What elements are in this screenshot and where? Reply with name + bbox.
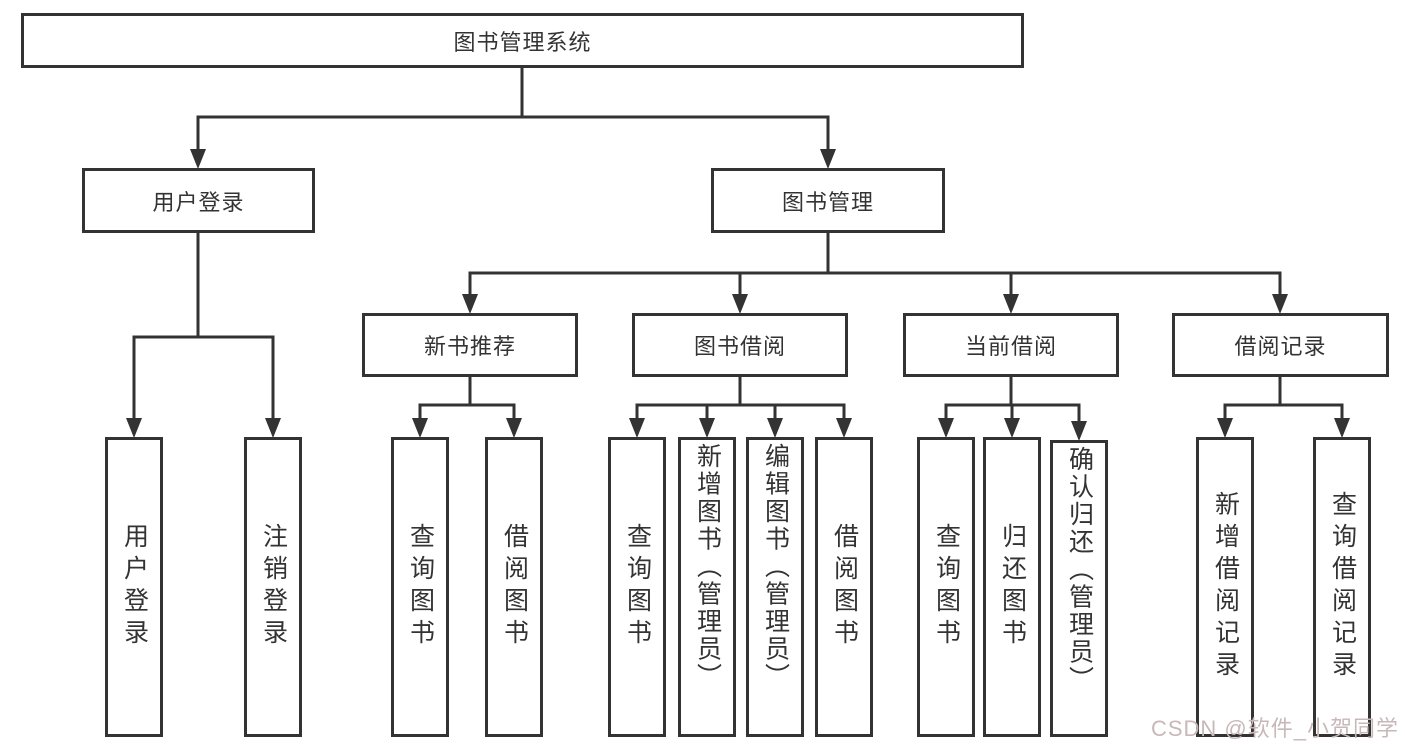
leaf-borrow-books-label: 借阅图书: [830, 523, 859, 651]
leaf-add-books-admin-label: 新增图书（管理员）: [693, 443, 722, 691]
leaf-return-books: 归还图书: [983, 437, 1041, 737]
node-book-borrow-label: 图书借阅: [693, 334, 786, 359]
node-borrow-records-label: 借阅记录: [1234, 334, 1327, 359]
leaf-add-borrow-record: 新增借阅记录: [1196, 437, 1254, 737]
leaf-query-borrow-record-label: 查询借阅记录: [1328, 491, 1357, 683]
leaf-edit-books-admin-label: 编辑图书（管理员）: [761, 443, 790, 691]
node-new-book-recommend: 新书推荐: [362, 313, 578, 377]
leaf-confirm-return-admin: 确认归还（管理员）: [1050, 440, 1108, 737]
node-library-system-label: 图书管理系统: [453, 29, 592, 55]
node-new-book-recommend-label: 新书推荐: [423, 334, 516, 359]
leaf-query-books-recommend: 查询图书: [391, 437, 449, 737]
node-current-borrow: 当前借阅: [903, 313, 1119, 377]
leaf-query-borrow-record: 查询借阅记录: [1313, 437, 1371, 737]
leaf-add-borrow-record-label: 新增借阅记录: [1211, 491, 1240, 683]
node-user-login-label: 用户登录: [152, 189, 245, 215]
node-book-management-label: 图书管理: [781, 189, 874, 215]
node-book-management: 图书管理: [711, 168, 945, 233]
node-borrow-records: 借阅记录: [1172, 313, 1389, 377]
node-book-borrow: 图书借阅: [632, 313, 848, 377]
leaf-borrow-books: 借阅图书: [815, 437, 873, 737]
node-user-login: 用户登录: [82, 168, 315, 233]
leaf-borrow-books-recommend-label: 借阅图书: [500, 523, 529, 651]
leaf-query-books-borrow-label: 查询图书: [623, 523, 652, 651]
leaf-query-books-recommend-label: 查询图书: [406, 523, 435, 651]
leaf-return-books-label: 归还图书: [998, 523, 1027, 651]
leaf-query-books-current: 查询图书: [917, 437, 975, 737]
leaf-query-books-borrow: 查询图书: [608, 437, 666, 737]
leaf-borrow-books-recommend: 借阅图书: [485, 437, 543, 737]
node-library-system: 图书管理系统: [21, 13, 1024, 68]
node-current-borrow-label: 当前借阅: [964, 334, 1057, 359]
leaf-logout-label: 注销登录: [259, 523, 288, 651]
leaf-confirm-return-admin-label: 确认归还（管理员）: [1065, 446, 1094, 694]
leaf-logout: 注销登录: [244, 437, 302, 737]
leaf-query-books-current-label: 查询图书: [932, 523, 961, 651]
leaf-edit-books-admin: 编辑图书（管理员）: [746, 437, 804, 737]
leaf-add-books-admin: 新增图书（管理员）: [678, 437, 736, 737]
leaf-user-login-label: 用户登录: [120, 523, 149, 651]
leaf-user-login: 用户登录: [105, 437, 163, 737]
csdn-watermark: CSDN @软件_小贺同学: [1150, 716, 1399, 741]
